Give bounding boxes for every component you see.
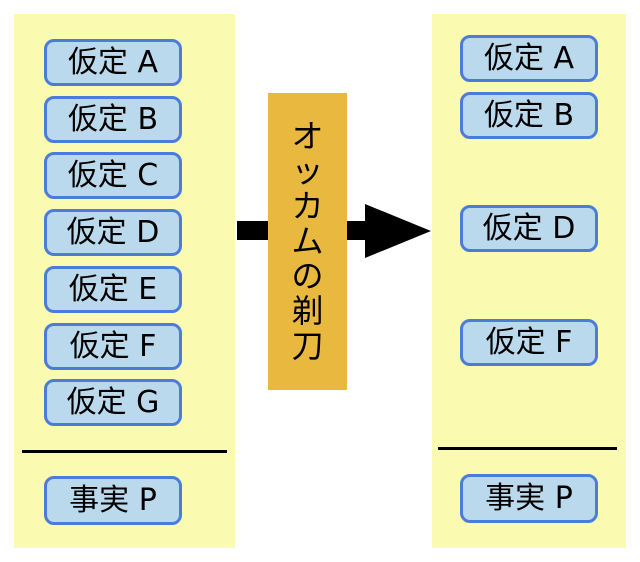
razor-label-char: ッ bbox=[291, 152, 324, 190]
razor-label-box: オッカムの剃刀 bbox=[268, 93, 347, 390]
left-entailment-divider bbox=[22, 450, 227, 453]
hypothesis-box: 仮定 D bbox=[460, 205, 598, 252]
hypothesis-box: 仮定 A bbox=[44, 39, 182, 86]
fact-box: 事実 P bbox=[44, 476, 182, 525]
razor-label-char: 剃 bbox=[291, 292, 324, 330]
razor-label-char: カ bbox=[291, 187, 324, 225]
hypothesis-box: 仮定 D bbox=[44, 209, 182, 256]
hypothesis-box: 仮定 E bbox=[44, 266, 182, 313]
left-hypotheses-panel: 事実 P 仮定 A 仮定 B 仮定 C 仮定 D 仮定 E 仮定 F 仮定 G bbox=[14, 14, 235, 548]
right-entailment-divider bbox=[438, 447, 617, 450]
razor-label-char: 刀 bbox=[291, 327, 324, 365]
hypothesis-box: 仮定 F bbox=[44, 323, 182, 370]
hypothesis-box: 仮定 A bbox=[460, 35, 598, 82]
hypothesis-box: 仮定 B bbox=[460, 92, 598, 139]
razor-label-char: の bbox=[291, 257, 324, 295]
hypothesis-box: 仮定 G bbox=[44, 379, 182, 426]
right-hypotheses-panel: 事実 P 仮定 A 仮定 B 仮定 D 仮定 F bbox=[432, 14, 626, 548]
fact-box: 事実 P bbox=[460, 474, 598, 523]
hypothesis-box: 仮定 B bbox=[44, 96, 182, 143]
hypothesis-box: 仮定 F bbox=[460, 319, 598, 366]
hypothesis-box: 仮定 C bbox=[44, 152, 182, 199]
razor-label-char: オ bbox=[291, 117, 324, 155]
razor-label-char: ム bbox=[291, 222, 324, 260]
